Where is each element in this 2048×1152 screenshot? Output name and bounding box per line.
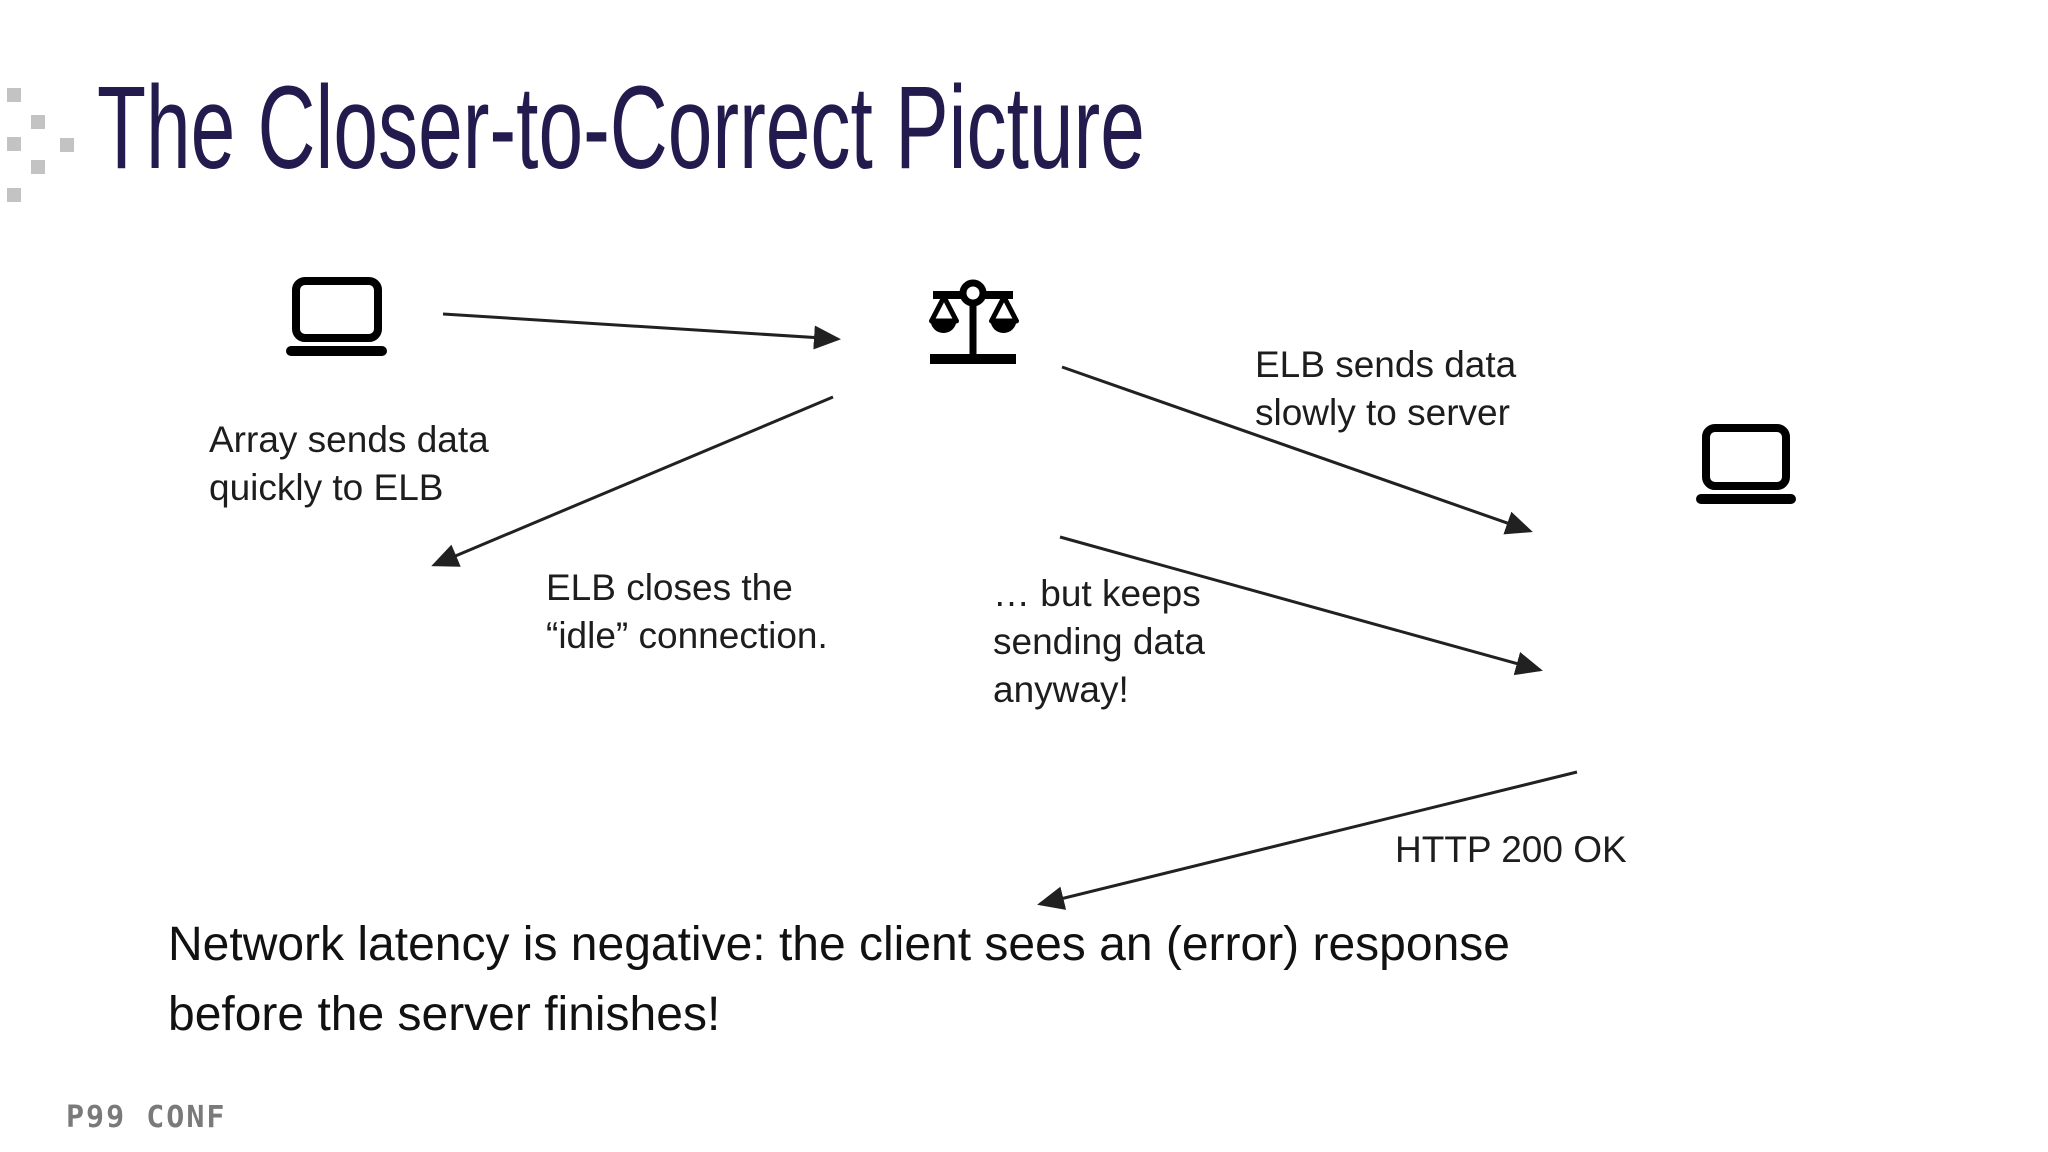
pixel-square — [31, 115, 45, 129]
arrow-http-response — [1037, 770, 1578, 910]
page-title: The Closer-to-Correct Picture — [97, 62, 1145, 194]
label-elb-closes: ELB closes the “idle” connection. — [546, 567, 828, 656]
label-elb-to-server: ELB sends data slowly to server — [1255, 344, 1517, 433]
p99-conf-logo: P99 CONF — [66, 1100, 227, 1135]
arrow-client-to-elb — [442, 312, 841, 350]
label-keeps-sending: … but keeps sending data anyway! — [993, 573, 1205, 710]
arrow-keeps-sending — [1059, 535, 1543, 676]
arrow-elb-closes — [431, 395, 834, 567]
arrow-elb-to-server — [1061, 365, 1533, 535]
pixel-square — [7, 137, 21, 151]
conclusion-text: Network latency is negative: the client … — [168, 918, 1510, 1041]
pixel-square — [60, 138, 74, 152]
pixel-square — [7, 188, 21, 202]
pixel-square — [7, 88, 21, 102]
label-client-to-elb: Array sends data quickly to ELB — [209, 419, 489, 508]
scale-icon — [929, 279, 1019, 364]
laptop-icon — [286, 277, 387, 356]
pixel-square — [31, 160, 45, 174]
label-http-response: HTTP 200 OK — [1395, 829, 1627, 870]
laptop-icon — [1696, 424, 1796, 504]
